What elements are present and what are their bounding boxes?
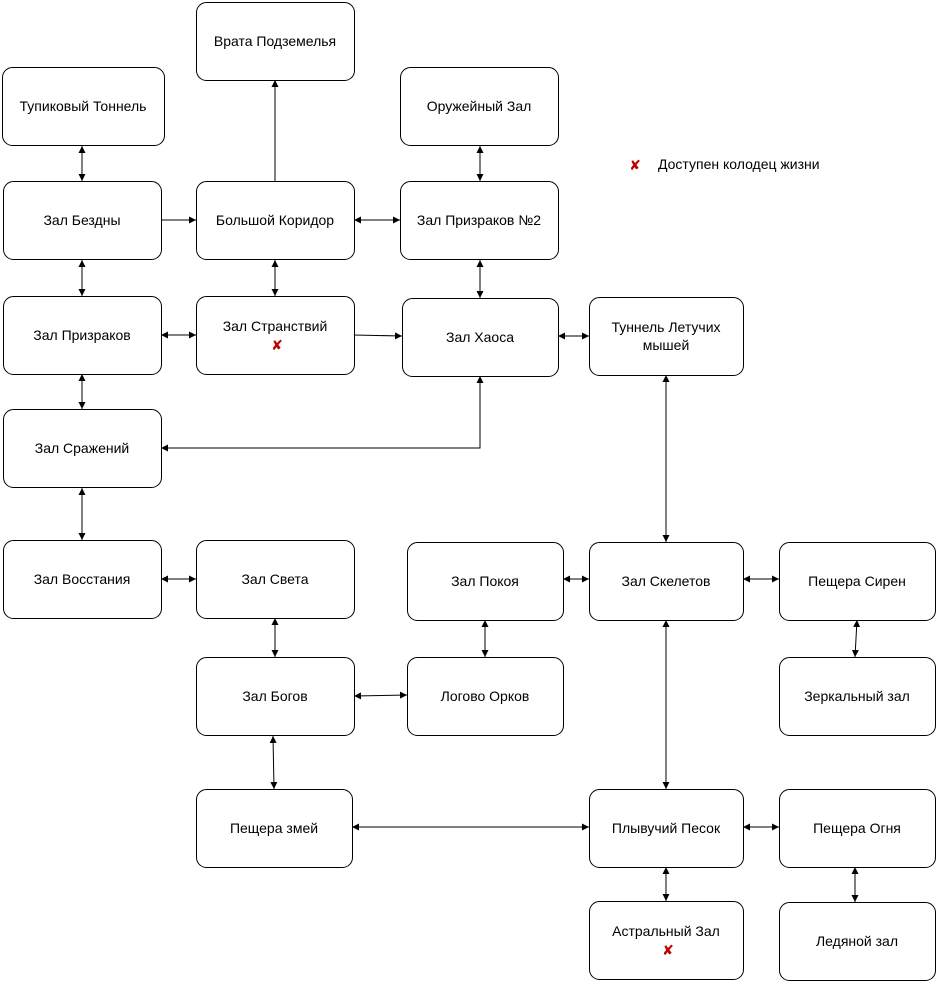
- node-label: Логово Орков: [441, 688, 530, 704]
- node-box: [196, 540, 355, 619]
- node-label: Ледяной зал: [816, 933, 898, 949]
- node-oruzh: Оружейный Зал: [400, 67, 559, 146]
- node-skelet: Зал Скелетов: [589, 542, 744, 621]
- edge-strans-haos: [353, 332, 403, 340]
- node-label: Зал Скелетов: [622, 573, 711, 589]
- node-box: [589, 542, 744, 621]
- legend-marker: ✘: [629, 158, 641, 174]
- legend-label: Доступен колодец жизни: [658, 156, 820, 172]
- node-label: Астральный Зал: [612, 923, 720, 939]
- node-srazh: Зал Сражений: [3, 409, 162, 488]
- node-label: Зал Сражений: [35, 440, 130, 456]
- node-strans: Зал Странствий ✘: [196, 296, 355, 375]
- edge-haos-srazh: [161, 376, 484, 452]
- node-label: Зал Бездны: [43, 212, 120, 228]
- edge-bogi-zmei: [269, 735, 278, 790]
- node-label: Тупиковый Тоннель: [20, 98, 147, 114]
- node-label: Зал Покоя: [451, 573, 519, 589]
- node-box: [3, 296, 162, 375]
- node-box: [400, 67, 559, 146]
- node-box: [3, 540, 162, 619]
- edges-layer: [78, 80, 861, 902]
- node-vosst: Зал Восстания: [3, 540, 162, 619]
- node-koridor: Большой Коридор: [196, 181, 355, 260]
- node-label: Пещера Сирен: [808, 573, 906, 589]
- node-label: Зеркальный зал: [804, 688, 910, 704]
- node-label: Пещера Огня: [813, 820, 901, 836]
- node-prizr: Зал Призраков: [3, 296, 162, 375]
- edge-bogi-orki: [353, 691, 408, 700]
- node-haos: Зал Хаоса: [402, 298, 559, 377]
- node-vrata: Врата Подземелья: [196, 2, 355, 81]
- node-ogon: Пещера Огня: [779, 789, 936, 868]
- well-marker-icon: ✘: [629, 158, 641, 174]
- node-box: [589, 297, 744, 376]
- node-bezdna: Зал Бездны: [3, 181, 162, 260]
- node-label: Зал Призраков: [33, 327, 130, 343]
- node-pokoy: Зал Покоя: [407, 542, 564, 621]
- node-box: [196, 296, 355, 375]
- node-label: Плывучий Песок: [612, 820, 721, 836]
- node-box: [402, 298, 559, 377]
- node-box: [3, 181, 162, 260]
- node-zerk: Зеркальный зал: [779, 657, 936, 736]
- well-marker-icon: ✘: [271, 338, 283, 354]
- node-box: [196, 2, 355, 81]
- node-tupik: Тупиковый Тоннель: [2, 67, 165, 146]
- node-zmei: Пещера змей: [196, 789, 353, 868]
- edge-siren-zerk: [851, 619, 861, 658]
- node-box: [589, 901, 744, 980]
- node-box: [196, 181, 355, 260]
- node-siren: Пещера Сирен: [779, 542, 936, 621]
- node-bogi: Зал Богов: [196, 657, 355, 736]
- node-label: Зал Призраков №2: [417, 212, 541, 228]
- node-box: [2, 67, 165, 146]
- node-astral: Астральный Зал ✘: [589, 901, 744, 980]
- node-led: Ледяной зал: [779, 902, 936, 981]
- node-label: Оружейный Зал: [427, 98, 532, 114]
- node-label: мышей: [643, 337, 690, 353]
- node-box: [400, 181, 559, 260]
- node-tunnel: Туннель Летучих мышей: [589, 297, 744, 376]
- node-box: [196, 657, 355, 736]
- node-box: [3, 409, 162, 488]
- node-box: [407, 542, 564, 621]
- node-label: Зал Света: [241, 571, 308, 587]
- node-pesok: Плывучий Песок: [589, 789, 744, 868]
- node-label: Зал Богов: [242, 688, 307, 704]
- node-box: [407, 657, 564, 736]
- node-label: Врата Подземелья: [214, 33, 336, 49]
- node-prizr2: Зал Призраков №2: [400, 181, 559, 260]
- node-label: Большой Коридор: [216, 212, 334, 228]
- node-box: [196, 789, 353, 868]
- node-box: [589, 789, 744, 868]
- node-label: Зал Странствий: [223, 318, 328, 334]
- node-orki: Логово Орков: [407, 657, 564, 736]
- node-label: Пещера змей: [230, 820, 318, 836]
- node-label: Зал Восстания: [34, 571, 131, 587]
- node-svet: Зал Света: [196, 540, 355, 619]
- well-marker-icon: ✘: [662, 943, 674, 959]
- node-label: Туннель Летучих: [611, 319, 720, 335]
- node-label: Зал Хаоса: [446, 329, 514, 345]
